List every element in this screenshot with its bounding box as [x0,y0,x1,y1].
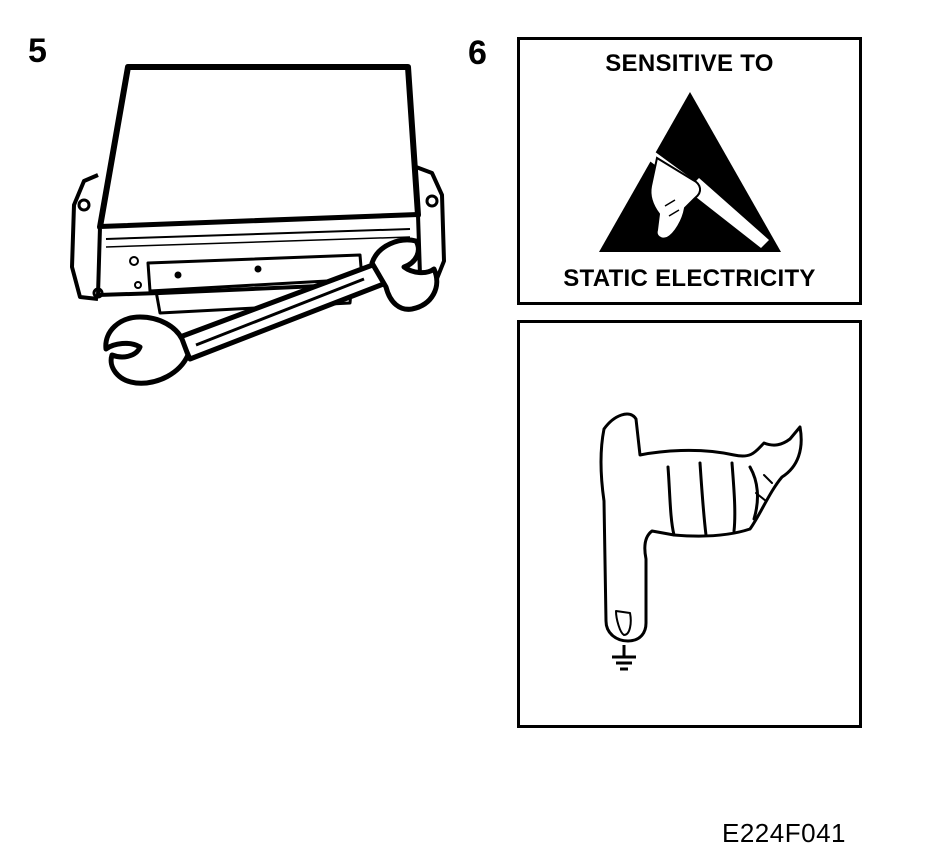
pointing-hand-icon [599,412,803,671]
control-module-illustration [70,64,446,386]
warning-line-2: STATIC ELECTRICITY [563,265,816,292]
warning-line-1: SENSITIVE TO [605,50,774,77]
open-end-wrench-icon [103,237,440,386]
step-6-number: 6 [468,34,487,72]
step-5-number: 5 [28,32,47,70]
figure-code: E224F041 [722,818,846,848]
ground-symbol-icon [612,645,636,671]
esd-hand-triangle-icon [599,92,781,252]
static-warning-label: SENSITIVE TO STATIC ELECTRICITY [517,37,862,305]
grounding-panel [517,320,862,728]
